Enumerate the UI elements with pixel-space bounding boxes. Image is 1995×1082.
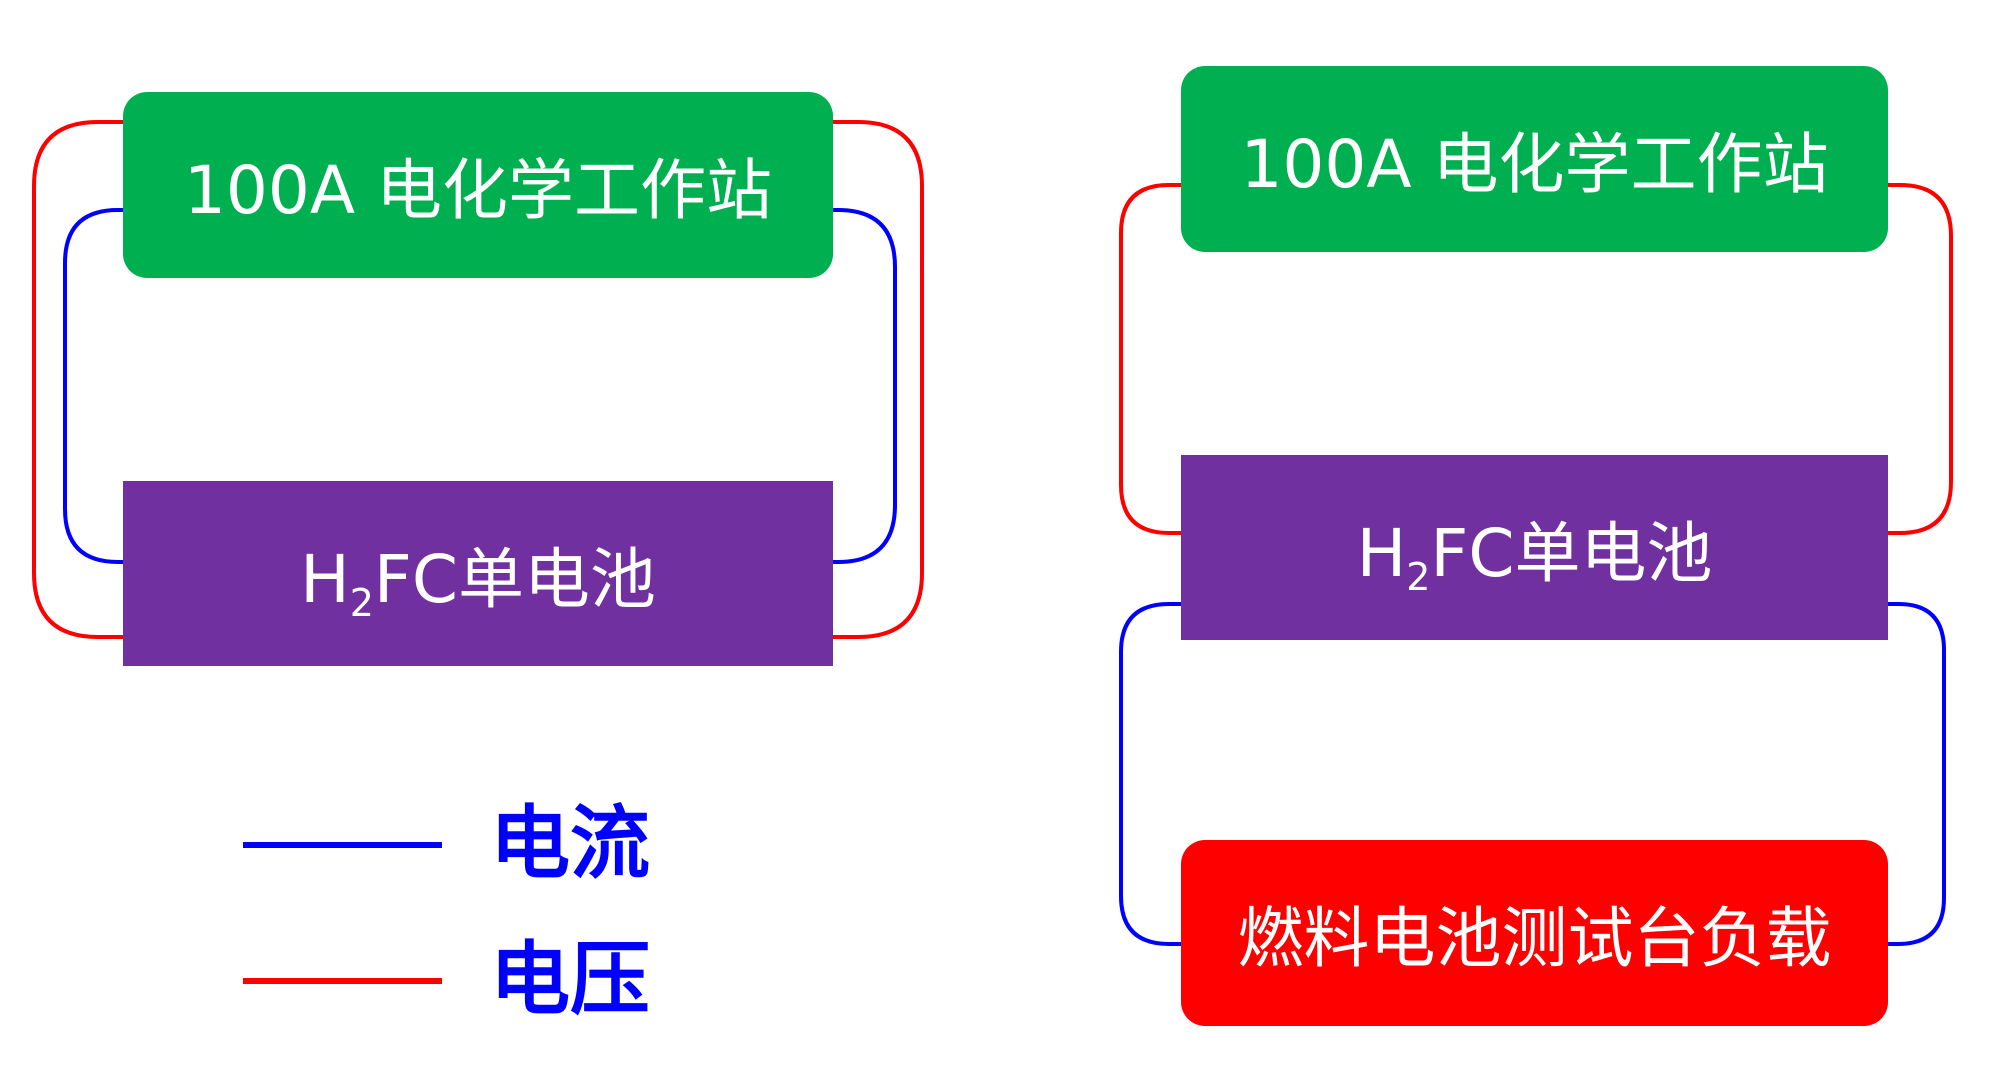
left-voltage-wire-left	[32, 120, 123, 639]
left-cell-box: H2FC单电池	[123, 481, 833, 666]
right-workstation-label: 100A 电化学工作站	[1240, 126, 1829, 203]
right-load-label: 燃料电池测试台负载	[1237, 900, 1832, 977]
left-workstation-label: 100A 电化学工作站	[183, 152, 773, 229]
right-cell-box: H2FC单电池	[1181, 455, 1888, 640]
right-cell-label: H2FC单电池	[1356, 514, 1713, 599]
legend-voltage-line	[243, 978, 442, 984]
left-workstation-box: 100A 电化学工作站	[123, 92, 833, 278]
right-current-wire-left	[1119, 602, 1181, 946]
left-cell-label: H2FC单电池	[300, 540, 656, 625]
right-voltage-wire-left	[1119, 183, 1181, 535]
right-load-box: 燃料电池测试台负载	[1181, 840, 1888, 1026]
right-voltage-wire-right	[1888, 183, 1953, 535]
legend-voltage-label: 电压	[490, 933, 650, 1026]
legend-current-label: 电流	[490, 797, 650, 890]
legend-current-line	[243, 842, 442, 848]
left-voltage-wire-right	[833, 120, 924, 639]
right-workstation-box: 100A 电化学工作站	[1181, 66, 1888, 252]
left-current-wire-right	[833, 208, 897, 564]
left-current-wire-left	[63, 208, 123, 564]
right-current-wire-right	[1888, 602, 1946, 946]
